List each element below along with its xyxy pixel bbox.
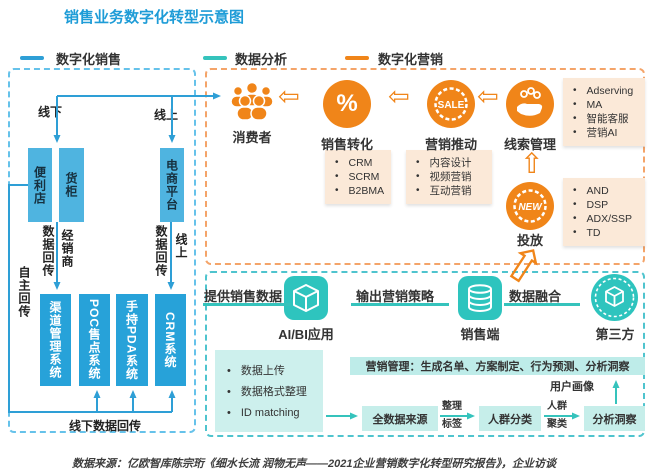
provide-underline (203, 303, 291, 306)
user-portrait-label: 用户画像 (550, 381, 594, 393)
bullet-item: 视频营销 (429, 171, 472, 183)
system-poc: POC售点系统 (79, 294, 110, 386)
system-pda: 手持PDA系统 (116, 294, 148, 386)
bullet-item: DSP (586, 199, 609, 211)
legend-swatch-marketing (345, 56, 369, 60)
lead-mgmt-label: 线索管理 (503, 137, 556, 152)
offline-backhaul-label: 线下数据回传 (68, 419, 141, 433)
new-badge-text: NEW (518, 202, 543, 213)
online-label: 线上 (154, 108, 179, 122)
bullet-item: 数据格式整理 (240, 386, 307, 398)
system-channel-mgmt: 渠道管理系统 (40, 294, 71, 386)
legend-label-analysis: 数据分析 (235, 52, 288, 67)
bullet-item: B2BMA (348, 185, 385, 197)
online-small-label: 线上 (174, 233, 188, 259)
placement-label: 投放 (516, 233, 543, 248)
bullet-item: AND (586, 185, 609, 197)
data-fusion-label: 数据融合 (509, 289, 562, 304)
marketing-push-bullets: •内容设计 •视频营销 •互动营销 (406, 150, 492, 204)
sale-badge-icon: SALE (427, 80, 475, 133)
up-arrow-icon: ⇧ (520, 147, 544, 180)
bullet-item: Adserving (586, 85, 634, 97)
flow-crowd-classification: 人群分类 (479, 406, 541, 431)
sales-end-label: 销售端 (460, 327, 500, 342)
legend-label-sales: 数字化销售 (56, 52, 122, 67)
sales-end-database-icon (458, 276, 502, 320)
arrow-label-sort-tags-2: 标签 (442, 419, 462, 430)
output-underline (351, 303, 449, 306)
bullet-item: 营销AI (586, 127, 618, 139)
bullet-item: TD (586, 227, 601, 239)
backhaul-left-label: 数据回传 (41, 225, 55, 277)
store-cabinet: 货柜 (59, 148, 84, 222)
consumers-label: 消费者 (232, 130, 272, 145)
dealer-label: 经销商 (60, 229, 74, 268)
marketing-management-bar: 营销管理：生成名单、方案制定、行为预测、分析洞察 (350, 357, 645, 375)
left-arrow-icon: ⇦ (278, 82, 300, 112)
ai-bi-cube-icon (284, 276, 328, 320)
store-convenience: 便利店 (28, 148, 52, 222)
placement-bullets: •AND •DSP •ADX/SSP •TD (563, 178, 645, 246)
legend-swatch-sales (20, 56, 44, 60)
provide-sales-data-label: 提供销售数据 (204, 289, 283, 304)
self-backhaul-label: 自主回传 (17, 266, 31, 318)
lead-mgmt-bullets: •Adserving •MA •智能客服 •营销AI (563, 78, 645, 146)
percent-icon: % (323, 80, 371, 128)
legend-swatch-analysis (203, 56, 227, 60)
flow-all-data-sources: 全数据来源 (362, 406, 438, 431)
ai-bi-label: AI/BI应用 (278, 327, 334, 342)
output-strategy-label: 输出营销策略 (356, 289, 435, 304)
data-analysis-panel (205, 271, 645, 437)
offline-label: 线下 (38, 105, 63, 119)
bullet-item: 互动营销 (429, 185, 472, 197)
left-arrow-icon: ⇦ (477, 82, 499, 112)
digital-marketing-panel (205, 68, 645, 265)
third-party-label: 第三方 (595, 327, 635, 342)
bullet-item: 内容设计 (429, 157, 472, 169)
fusion-underline (504, 303, 580, 306)
system-crm: CRM系统 (155, 294, 186, 386)
percent-symbol: % (336, 90, 358, 117)
bullet-item: 数据上传 (240, 365, 285, 377)
bullet-item: ID matching (240, 407, 300, 419)
bullet-item: 智能客服 (586, 113, 629, 125)
bullet-item: MA (586, 99, 603, 111)
store-ecommerce: 电商平台 (160, 148, 184, 222)
left-arrow-icon: ⇦ (388, 82, 410, 112)
consumers-icon (228, 80, 276, 124)
backhaul-right-label: 数据回传 (154, 225, 168, 277)
flow-analysis-insight: 分析洞察 (584, 406, 645, 431)
arrow-label-sort-tags-1: 整理 (442, 401, 462, 412)
bullet-item: ADX/SSP (586, 213, 633, 225)
marketing-push-label: 营销推动 (424, 137, 477, 152)
sale-badge-text: SALE (438, 100, 465, 111)
arrow-label-crowd-cluster-2: 聚类 (547, 419, 567, 430)
sales-conversion-label: 销售转化 (320, 137, 373, 152)
data-prep-bullets: •数据上传 •数据格式整理 •ID matching (215, 350, 323, 432)
new-badge-icon: NEW (506, 182, 554, 235)
bullet-item: SCRM (348, 171, 380, 183)
sales-conversion-bullets: •CRM •SCRM •B2BMA (325, 150, 391, 204)
legend-label-marketing: 数字化营销 (378, 52, 444, 67)
hand-coins-icon (506, 80, 554, 133)
data-source-note: 数据来源：亿欧智库陈宗珩《细水长流 润物无声——2021企业营销数字化转型研究报… (72, 458, 557, 470)
third-party-icon (591, 274, 638, 321)
page-title: 销售业务数字化转型示意图 (64, 9, 245, 26)
arrow-label-crowd-cluster-1: 人群 (547, 401, 567, 412)
bullet-item: CRM (348, 157, 373, 169)
